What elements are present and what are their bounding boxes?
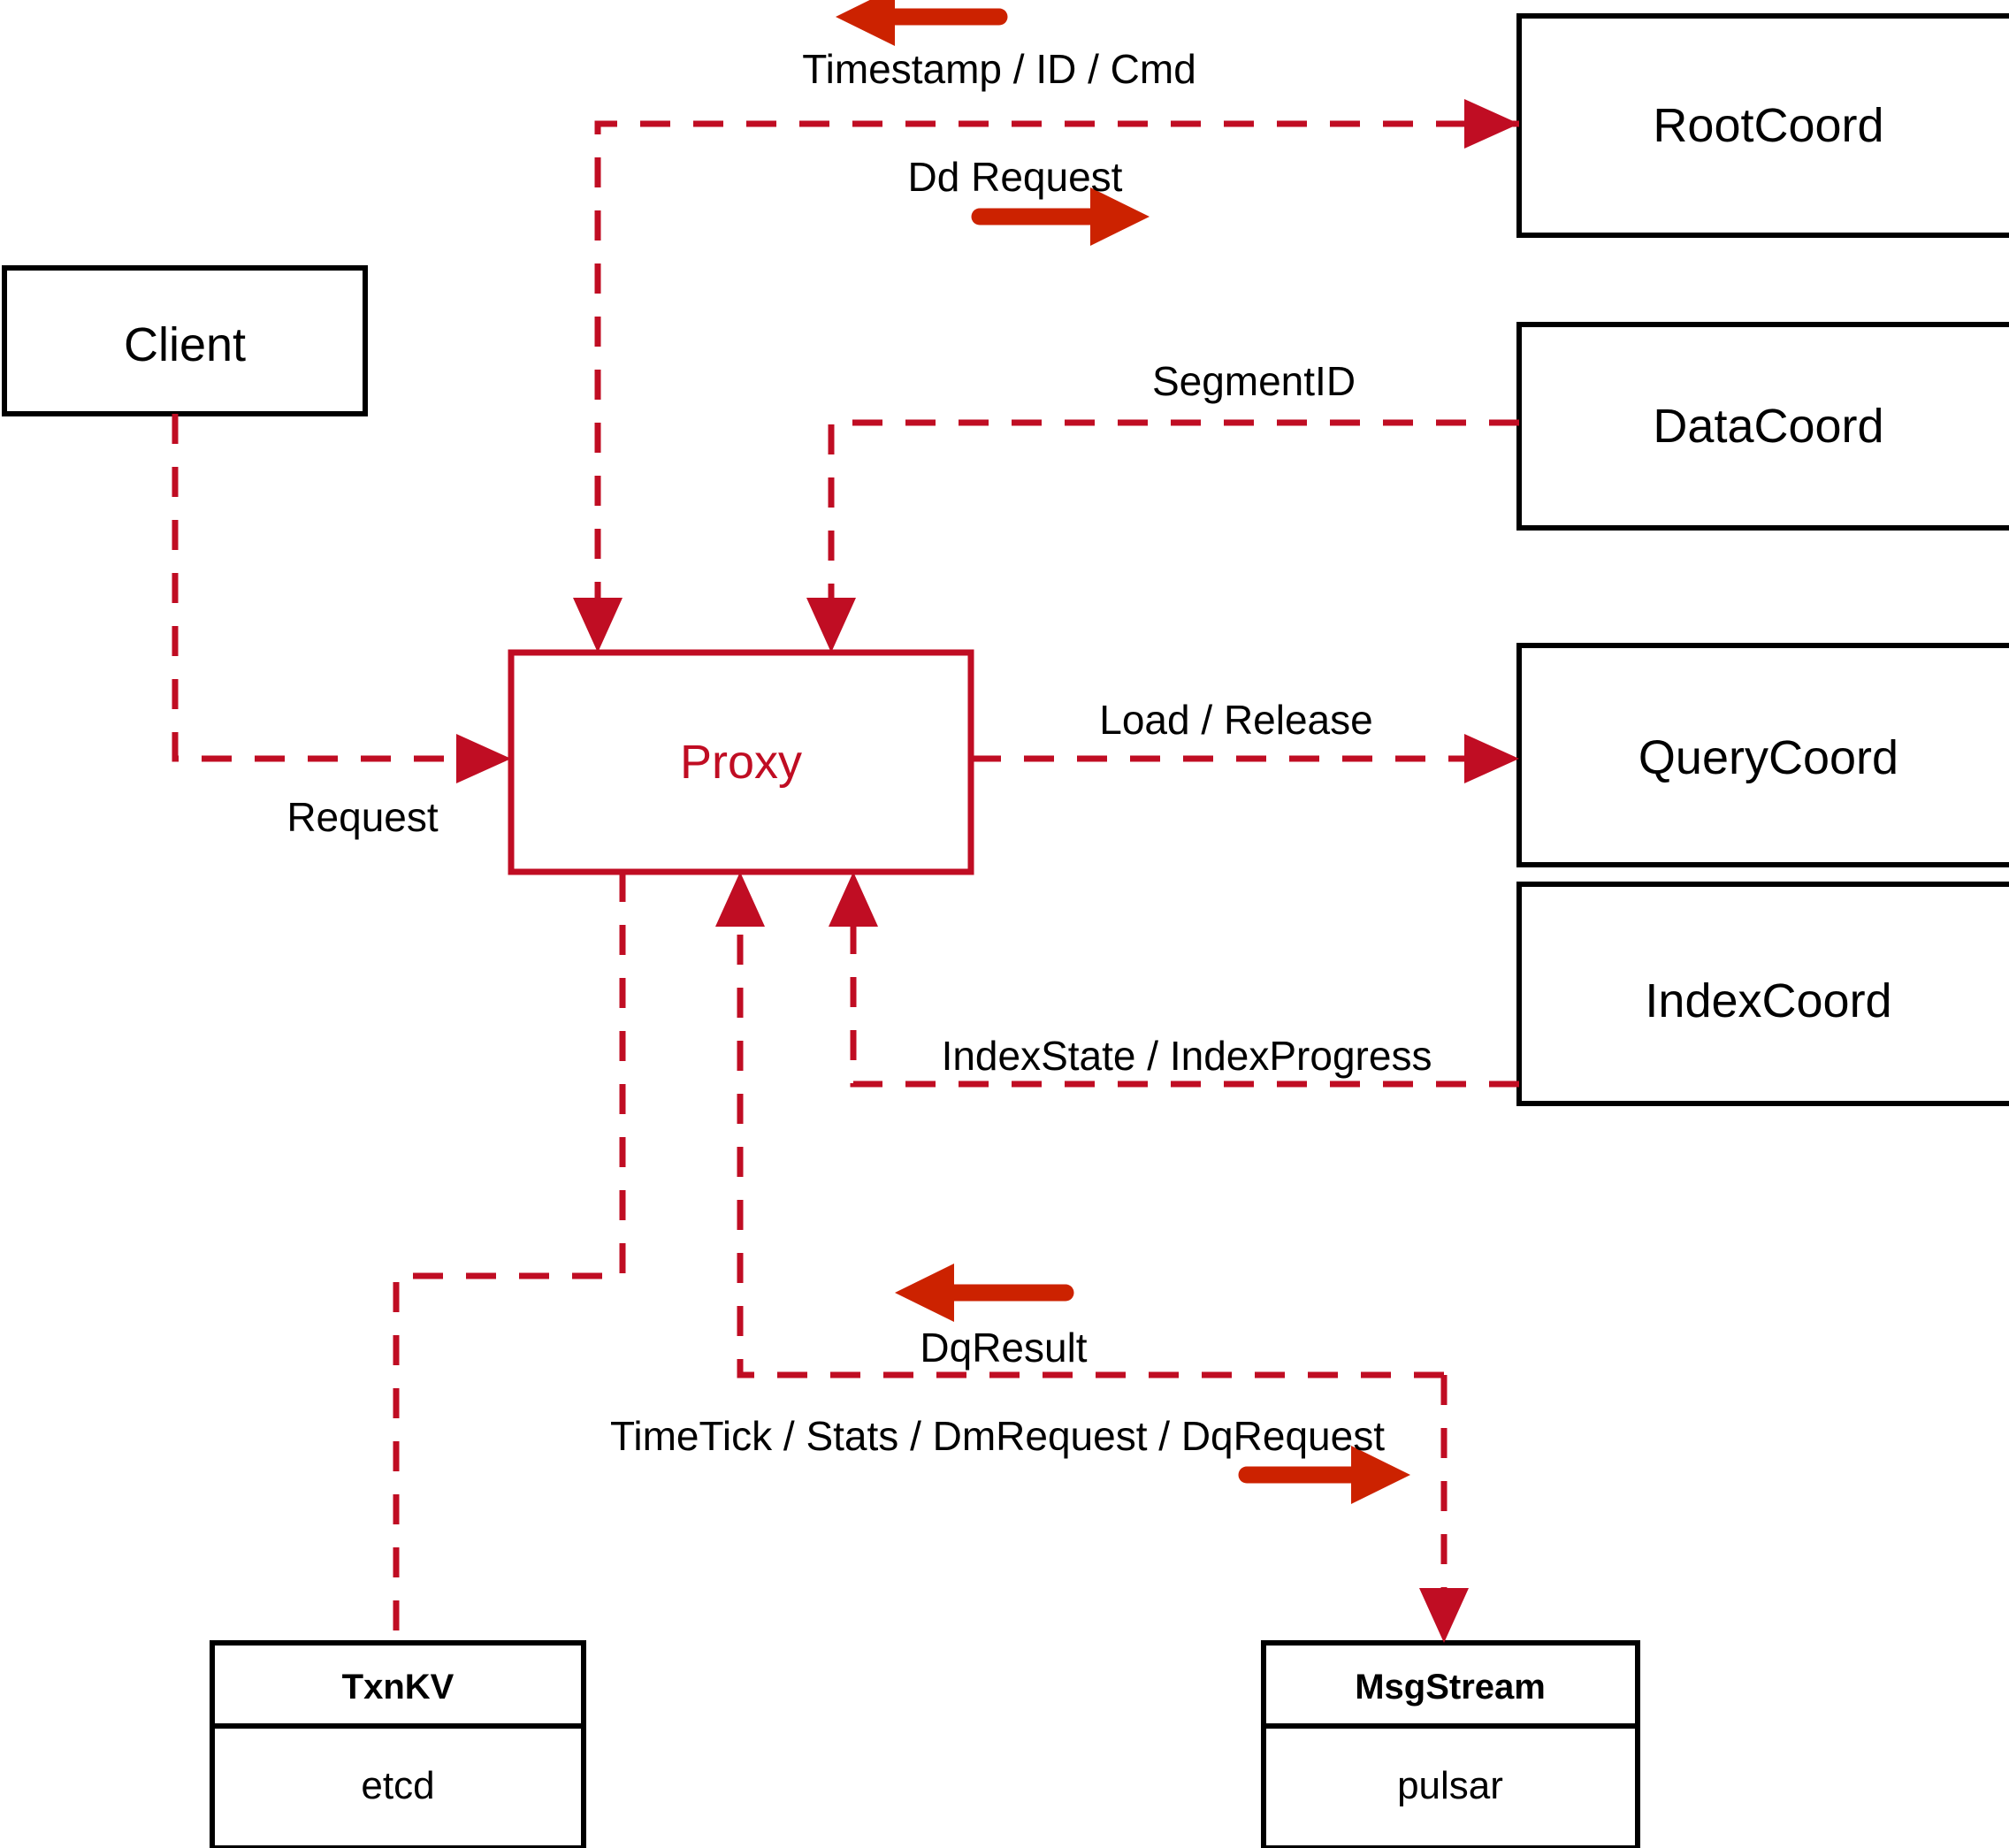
root-coord-label: RootCoord: [1653, 99, 1883, 152]
node-query-coord[interactable]: QueryCoord: [1516, 643, 2009, 867]
edge-arrowheads: [456, 99, 1519, 1643]
direction-arrow-dqresult: [895, 1264, 1074, 1322]
edge-label-dq-result: DqResult: [920, 1325, 1087, 1371]
node-root-coord[interactable]: RootCoord: [1516, 13, 2009, 238]
arrowhead-proxy-top-right: [806, 598, 856, 653]
direction-arrow-timetick: [1238, 1446, 1410, 1504]
arrowhead-proxy-left: [456, 734, 511, 783]
node-client[interactable]: Client: [2, 265, 368, 416]
node-msgstream[interactable]: MsgStream pulsar: [1261, 1640, 1640, 1848]
edge-label-index-state-progress: IndexState / IndexProgress: [942, 1033, 1432, 1079]
edge-proxy-to-txnkv: [393, 872, 626, 1640]
data-coord-label: DataCoord: [1653, 400, 1883, 453]
edge-client-to-proxy: [172, 414, 488, 762]
edge-msgstream-to-proxy: [737, 911, 1444, 1378]
direction-arrow-timestamp: [836, 0, 1008, 46]
arrowhead-proxy-bottom-mid: [715, 872, 765, 927]
node-txnkv[interactable]: TxnKV etcd: [210, 1640, 586, 1848]
direction-arrow-dd-request: [971, 187, 1150, 246]
direction-arrows: [836, 0, 1410, 1504]
proxy-label: Proxy: [680, 736, 802, 789]
edge-indexcoord-to-proxy: [850, 911, 1519, 1088]
msgstream-body: pulsar: [1397, 1764, 1503, 1807]
client-label: Client: [124, 318, 246, 371]
node-proxy[interactable]: Proxy: [508, 649, 974, 875]
edge-label-segment-id: SegmentID: [1152, 358, 1356, 404]
msgstream-header: MsgStream: [1355, 1668, 1546, 1707]
arrowhead-querycoord: [1464, 734, 1519, 783]
txnkv-body: etcd: [361, 1764, 434, 1807]
query-coord-label: QueryCoord: [1639, 731, 1898, 784]
edge-label-timetick-stats: TimeTick / Stats / DmRequest / DqRequest: [610, 1413, 1385, 1459]
node-index-coord[interactable]: IndexCoord: [1516, 882, 2009, 1106]
edge-label-timestamp-id-cmd: Timestamp / ID / Cmd: [802, 46, 1196, 92]
arrowhead-msgstream: [1419, 1588, 1469, 1643]
arrowhead-proxy-bottom-right: [829, 872, 878, 927]
edge-datacoord-to-proxy: [828, 419, 1519, 610]
edge-label-request: Request: [286, 794, 439, 840]
edge-label-load-release: Load / Release: [1099, 697, 1372, 743]
txnkv-header: TxnKV: [342, 1668, 455, 1707]
index-coord-label: IndexCoord: [1645, 974, 1891, 1027]
edge-label-dd-request: Dd Request: [908, 154, 1123, 200]
arrowhead-proxy-top-left: [573, 598, 623, 653]
edge-rootcoord-to-proxy: [594, 120, 1519, 610]
node-data-coord[interactable]: DataCoord: [1516, 322, 2009, 531]
arrowhead-rootcoord: [1464, 99, 1519, 149]
